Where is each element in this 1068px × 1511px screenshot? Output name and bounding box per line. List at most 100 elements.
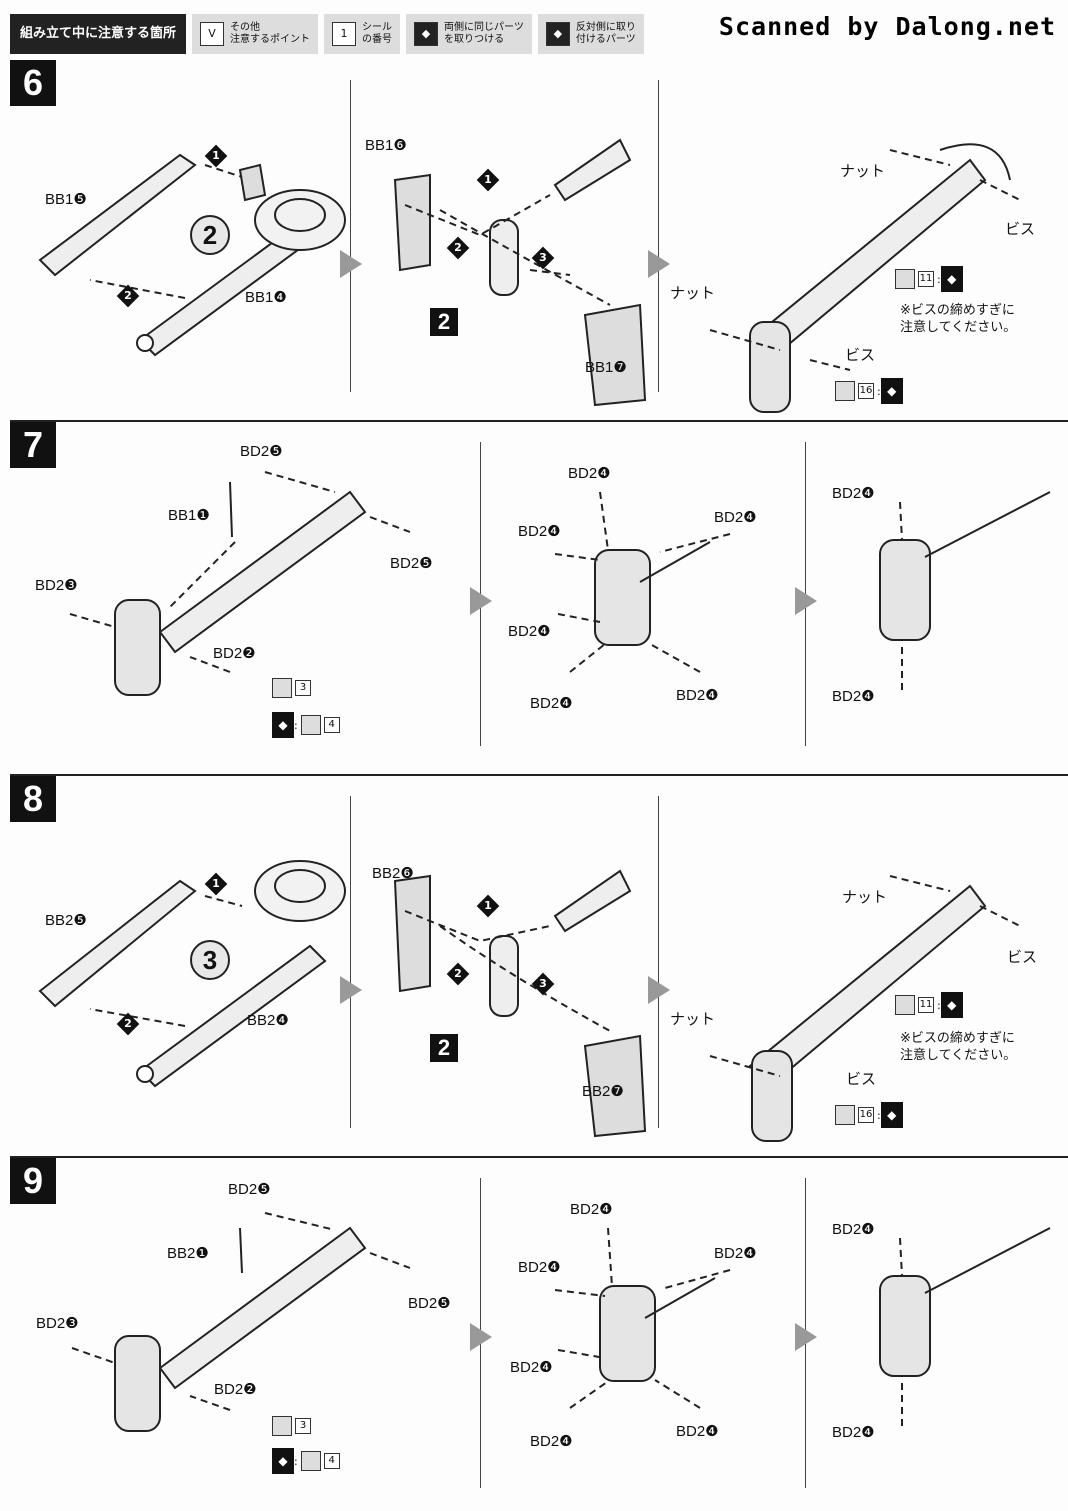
part-label: BB2❼ [582, 1083, 624, 1100]
sticker-callout: ◆: 4 [272, 1448, 343, 1474]
screw-label: ビス [1005, 221, 1036, 238]
part-label: BD2❸ [35, 577, 78, 594]
sticker-callout: ◆: 4 [272, 712, 343, 738]
part-label: BB2❻ [372, 865, 414, 882]
caution-note: ※ビスの締めすぎに 注意してください。 [900, 1031, 1017, 1063]
part-label: BD2❺ [408, 1295, 451, 1312]
part-label: BD2❹ [518, 1259, 561, 1276]
sticker-number: 11 [918, 271, 934, 287]
both-sides-icon: ◆ [414, 22, 439, 46]
part-label: BD2❷ [213, 645, 256, 662]
part-label: BD2❹ [832, 1424, 875, 1441]
next-arrow-icon [795, 1323, 817, 1351]
part-label: BD2❺ [240, 443, 283, 460]
sticker-number: 3 [295, 1418, 311, 1434]
legend-other-text: その他 注意するポイント [230, 22, 311, 45]
part-label: BB2❶ [167, 1245, 209, 1262]
sticker-callout: 11: ◆ [895, 266, 963, 292]
sticker-callout: 3 [272, 1416, 314, 1436]
subassembly-number: 2 [190, 215, 230, 255]
step-9: 9 [10, 1158, 1068, 1498]
part-label: BD2❹ [832, 1221, 875, 1238]
marker-text: 1 [484, 173, 492, 186]
sticker-icon [895, 995, 915, 1015]
sticker-icon: 1 [332, 22, 357, 46]
marker-text: 2 [124, 289, 132, 302]
nut-label: ナット [670, 1011, 716, 1028]
marker-text: 1 [212, 877, 220, 890]
nut-label: ナット [842, 889, 888, 906]
opposite-side-icon: ◆ [272, 712, 294, 738]
part-label: BD2❹ [568, 465, 611, 482]
sticker-icon [272, 678, 292, 698]
scan-watermark: Scanned by Dalong.net [718, 12, 1056, 41]
subassembly-number: 2 [430, 308, 458, 336]
part-label: BD2❹ [508, 623, 551, 640]
marker-text: 1 [484, 899, 492, 912]
legend-bar: 組み立て中に注意する箇所 V その他 注意するポイント 1 シール の番号 ◆ … [10, 14, 644, 54]
part-label: BD2❹ [570, 1201, 613, 1218]
next-arrow-icon [470, 587, 492, 615]
step-8: 8 [10, 776, 1068, 1158]
subassembly-number: 2 [430, 1034, 458, 1062]
marker-2: 2 [116, 284, 140, 308]
sticker-icon [300, 715, 321, 735]
sticker-icon [835, 381, 855, 401]
sticker-callout: 16: ◆ [835, 1102, 903, 1128]
marker-1: 1 [204, 144, 228, 168]
legend-both-text: 両側に同じパーツ を取りつける [444, 22, 524, 45]
marker-text: 2 [124, 1017, 132, 1030]
part-label: BB2❹ [247, 1012, 289, 1029]
caution-note: ※ビスの締めすぎに 注意してください。 [900, 303, 1017, 335]
screw-label: ビス [845, 347, 876, 364]
step-number: 6 [10, 60, 56, 106]
marker-3: 3 [531, 972, 555, 996]
part-label: BD2❹ [832, 688, 875, 705]
sticker-number: 4 [323, 1453, 340, 1469]
marker-3: 3 [531, 246, 555, 270]
legend-sticker-text: シール の番号 [362, 22, 393, 45]
part-label: BD2❹ [676, 687, 719, 704]
part-label: BD2❹ [510, 1359, 553, 1376]
part-label: BB1❼ [585, 359, 627, 376]
part-label: BD2❹ [676, 1423, 719, 1440]
both-sides-icon: ◆ [940, 992, 963, 1018]
screw-label: ビス [846, 1071, 877, 1088]
marker-2: 2 [446, 236, 470, 260]
part-label: BB1❺ [45, 191, 87, 208]
legend-opposite-side: ◆ 反対側に取り 付けるパーツ [537, 14, 644, 54]
marker-1: 1 [204, 872, 228, 896]
step-number: 8 [10, 776, 56, 822]
sticker-icon [895, 269, 915, 289]
part-label: BD2❺ [228, 1181, 271, 1198]
panel-divider [658, 80, 659, 392]
step-8-illustration [38, 860, 1021, 1142]
part-label: BD2❹ [714, 509, 757, 526]
marker-text: 3 [539, 977, 547, 990]
sticker-number: 3 [295, 680, 311, 696]
sticker-icon [272, 1416, 292, 1436]
legend-opposite-text: 反対側に取り 付けるパーツ [575, 22, 636, 45]
part-label: BD2❷ [214, 1381, 257, 1398]
both-sides-icon: ◆ [940, 266, 963, 292]
part-label: BB1❻ [365, 137, 407, 154]
next-arrow-icon [340, 976, 362, 1004]
part-label: BD2❹ [530, 695, 573, 712]
both-sides-icon: ◆ [880, 378, 903, 404]
marker-1: 1 [476, 168, 500, 192]
sticker-callout: 11: ◆ [895, 992, 963, 1018]
part-label: BD2❸ [36, 1315, 79, 1332]
opposite-side-icon: ◆ [272, 1448, 294, 1474]
legend-both-sides: ◆ 両側に同じパーツ を取りつける [406, 14, 532, 54]
part-label: BB1❶ [168, 507, 210, 524]
sticker-number: 11 [918, 997, 934, 1013]
nut-label: ナット [840, 163, 886, 180]
sticker-number: 16 [858, 383, 874, 399]
panel-divider [658, 796, 659, 1128]
marker-2: 2 [446, 962, 470, 986]
panel-divider [350, 796, 351, 1128]
sticker-icon [835, 1105, 855, 1125]
marker-1: 1 [476, 894, 500, 918]
legend-sticker: 1 シール の番号 [324, 14, 401, 54]
part-label: BB1❹ [245, 289, 287, 306]
